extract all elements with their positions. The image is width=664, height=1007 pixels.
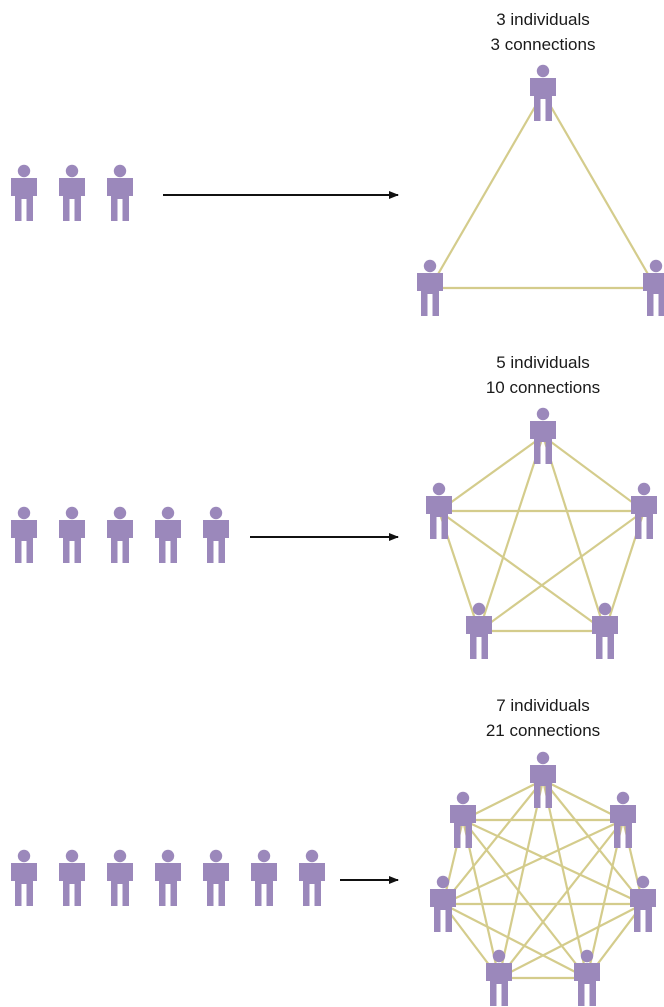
person-icon	[107, 164, 133, 221]
group-3-individuals: 3 individuals 3 connections	[11, 10, 664, 316]
person-icon	[299, 849, 325, 906]
person-icon	[610, 791, 636, 848]
connection-line	[477, 435, 545, 632]
connection-network	[417, 64, 664, 316]
person-icon	[59, 849, 85, 906]
connection-line	[498, 903, 644, 979]
person-icon	[59, 164, 85, 221]
connection-line	[462, 819, 644, 905]
individuals-row	[11, 849, 325, 906]
person-icon	[574, 949, 600, 1006]
person-icon	[59, 506, 85, 563]
connection-line	[542, 779, 644, 905]
connection-line	[462, 819, 588, 979]
group-caption-line2: 3 connections	[491, 35, 596, 54]
connection-network	[426, 407, 657, 659]
individuals-row	[11, 164, 133, 221]
group-caption-line1: 7 individuals	[496, 696, 590, 715]
person-icon	[251, 849, 277, 906]
group-7-individuals: 7 individuals 21 connections	[11, 696, 656, 1006]
person-icon	[11, 506, 37, 563]
person-icon	[107, 506, 133, 563]
person-icon	[592, 602, 618, 659]
individuals-row	[11, 506, 229, 563]
person-icon	[486, 949, 512, 1006]
connection-line	[541, 779, 589, 979]
group-caption-line2: 10 connections	[486, 378, 600, 397]
person-icon	[11, 849, 37, 906]
person-icon	[426, 482, 452, 539]
person-icon	[155, 849, 181, 906]
connection-line	[429, 92, 544, 289]
person-icon	[107, 849, 133, 906]
person-icon	[643, 259, 664, 316]
person-icon	[155, 506, 181, 563]
person-icon	[11, 164, 37, 221]
person-icon	[417, 259, 443, 316]
connection-line	[478, 510, 645, 632]
person-icon	[530, 64, 556, 121]
group-caption-line1: 5 individuals	[496, 353, 590, 372]
connection-line	[541, 435, 607, 632]
connection-line	[442, 779, 544, 905]
connection-network	[430, 751, 656, 1006]
group-caption-line2: 21 connections	[486, 721, 600, 740]
person-icon	[203, 849, 229, 906]
connection-line	[442, 903, 588, 979]
connection-line	[438, 435, 544, 512]
connection-line	[498, 819, 624, 979]
connection-line	[442, 819, 624, 905]
connection-line	[542, 435, 645, 512]
connection-line	[462, 779, 544, 821]
group-5-individuals: 5 individuals 10 connections	[11, 353, 657, 659]
person-icon	[530, 751, 556, 808]
person-icon	[630, 875, 656, 932]
group-caption-line1: 3 individuals	[496, 10, 590, 29]
connection-line	[542, 92, 657, 289]
person-icon	[466, 602, 492, 659]
person-icon	[203, 506, 229, 563]
connection-line	[438, 510, 606, 632]
person-icon	[450, 791, 476, 848]
connection-line	[542, 779, 624, 821]
connection-line	[497, 779, 545, 979]
person-icon	[430, 875, 456, 932]
person-icon	[631, 482, 657, 539]
person-icon	[530, 407, 556, 464]
